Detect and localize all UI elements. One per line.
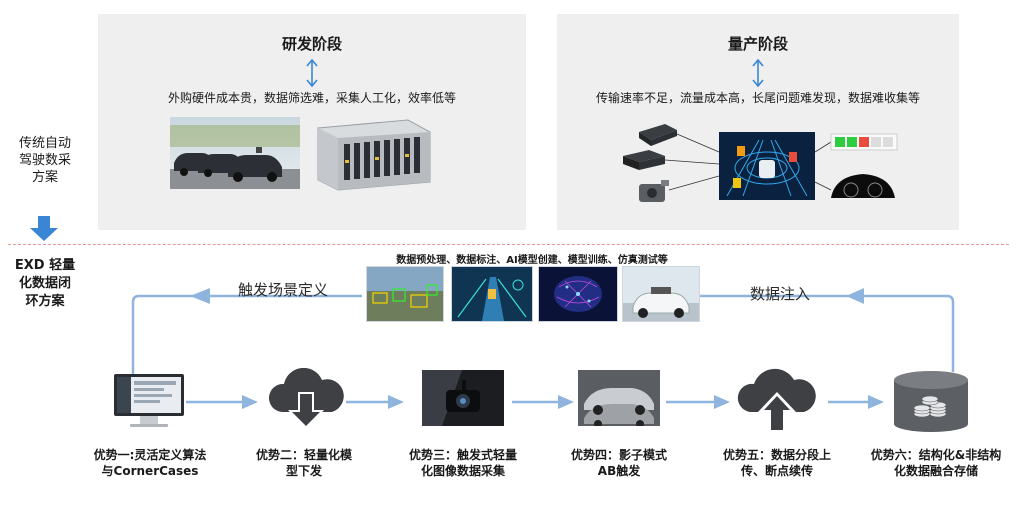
ai-model-thumbnail: [538, 266, 618, 322]
dashcam-image: [422, 370, 504, 426]
cloud-upload-icon: [734, 366, 820, 434]
simulation-thumbnail: [622, 266, 700, 322]
pipeline-caption: 数据预处理、数据标注、AI模型创建、模型训练、仿真测试等: [372, 251, 692, 266]
cloud-download-icon: [264, 368, 348, 434]
preprocessing-thumbnail: [366, 266, 444, 322]
step-4-caption: 优势四：影子模式 AB触发: [570, 447, 668, 479]
shadow-car-image: [578, 370, 660, 426]
annotation-thumbnail: [451, 266, 533, 322]
monitor-icon: [110, 372, 188, 432]
step-6-caption: 优势六：结构化&非结构化数据融合存储: [870, 447, 1002, 479]
trigger-scene-label: 触发场景定义: [238, 280, 328, 300]
database-icon: [888, 370, 974, 432]
data-injection-label: 数据注入: [750, 283, 810, 304]
step-5-caption: 优势五：数据分段上传、断点续传: [718, 447, 836, 479]
step-1-caption: 优势一:灵活定义算法与CornerCases: [90, 447, 210, 479]
step-2-caption: 优势二：轻量化模型下发: [254, 447, 354, 479]
step-3-caption: 优势三：触发式轻量化图像数据采集: [406, 447, 520, 479]
